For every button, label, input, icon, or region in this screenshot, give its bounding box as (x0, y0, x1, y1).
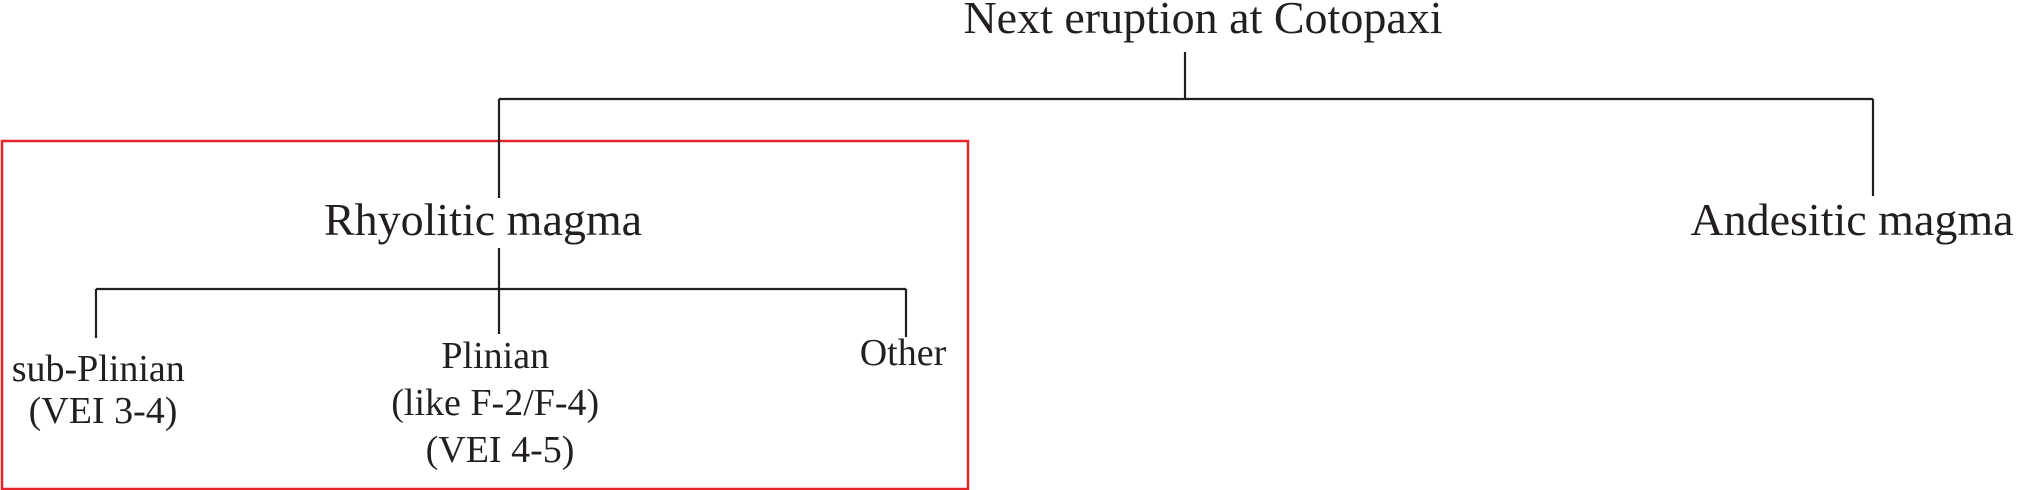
plinian-line-1: Plinian (441, 335, 549, 377)
andesitic-magma-node-label: Andesitic magma (1690, 194, 2013, 245)
plinian-node-label: Plinian (like F-2/F-4) (VEI 4-5) (391, 335, 608, 471)
rhyolitic-magma-node-label: Rhyolitic magma (324, 194, 642, 245)
rhyolitic-connectors (94, 248, 908, 338)
other-line-1: Other (860, 332, 947, 374)
other-node-label: Other (860, 332, 947, 374)
root-node-label: Next eruption at Cotopaxi (963, 0, 1442, 43)
sub-plinian-node-label: sub-Plinian (VEI 3-4) (12, 348, 195, 432)
root-connectors (497, 52, 1875, 198)
sub-plinian-line-1: sub-Plinian (12, 348, 185, 390)
plinian-line-3: (VEI 4-5) (426, 429, 575, 471)
rhyolitic-branch-highlight-box (0, 139, 970, 490)
sub-plinian-line-2: (VEI 3-4) (29, 390, 178, 432)
plinian-line-2: (like F-2/F-4) (391, 382, 599, 424)
